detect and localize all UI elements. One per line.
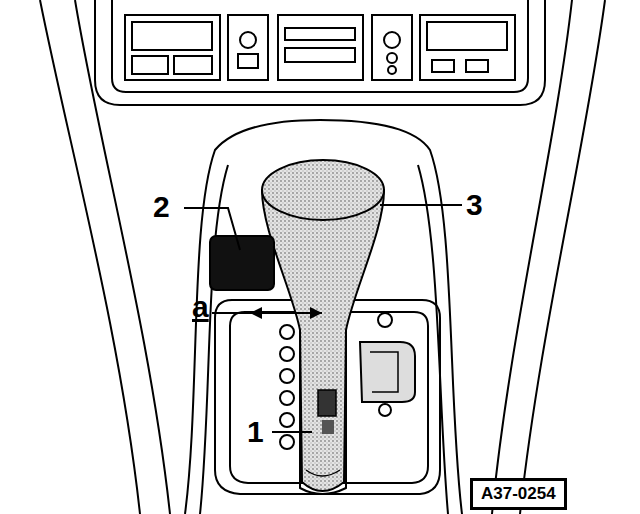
callout-number: 2 (153, 192, 170, 222)
callout-number: 1 (247, 417, 264, 447)
dimension-label: a (192, 292, 209, 322)
callout-number: 3 (466, 190, 483, 220)
figure-id: A37-0254 (481, 484, 556, 504)
figure-id-box: A37-0254 (470, 478, 567, 510)
